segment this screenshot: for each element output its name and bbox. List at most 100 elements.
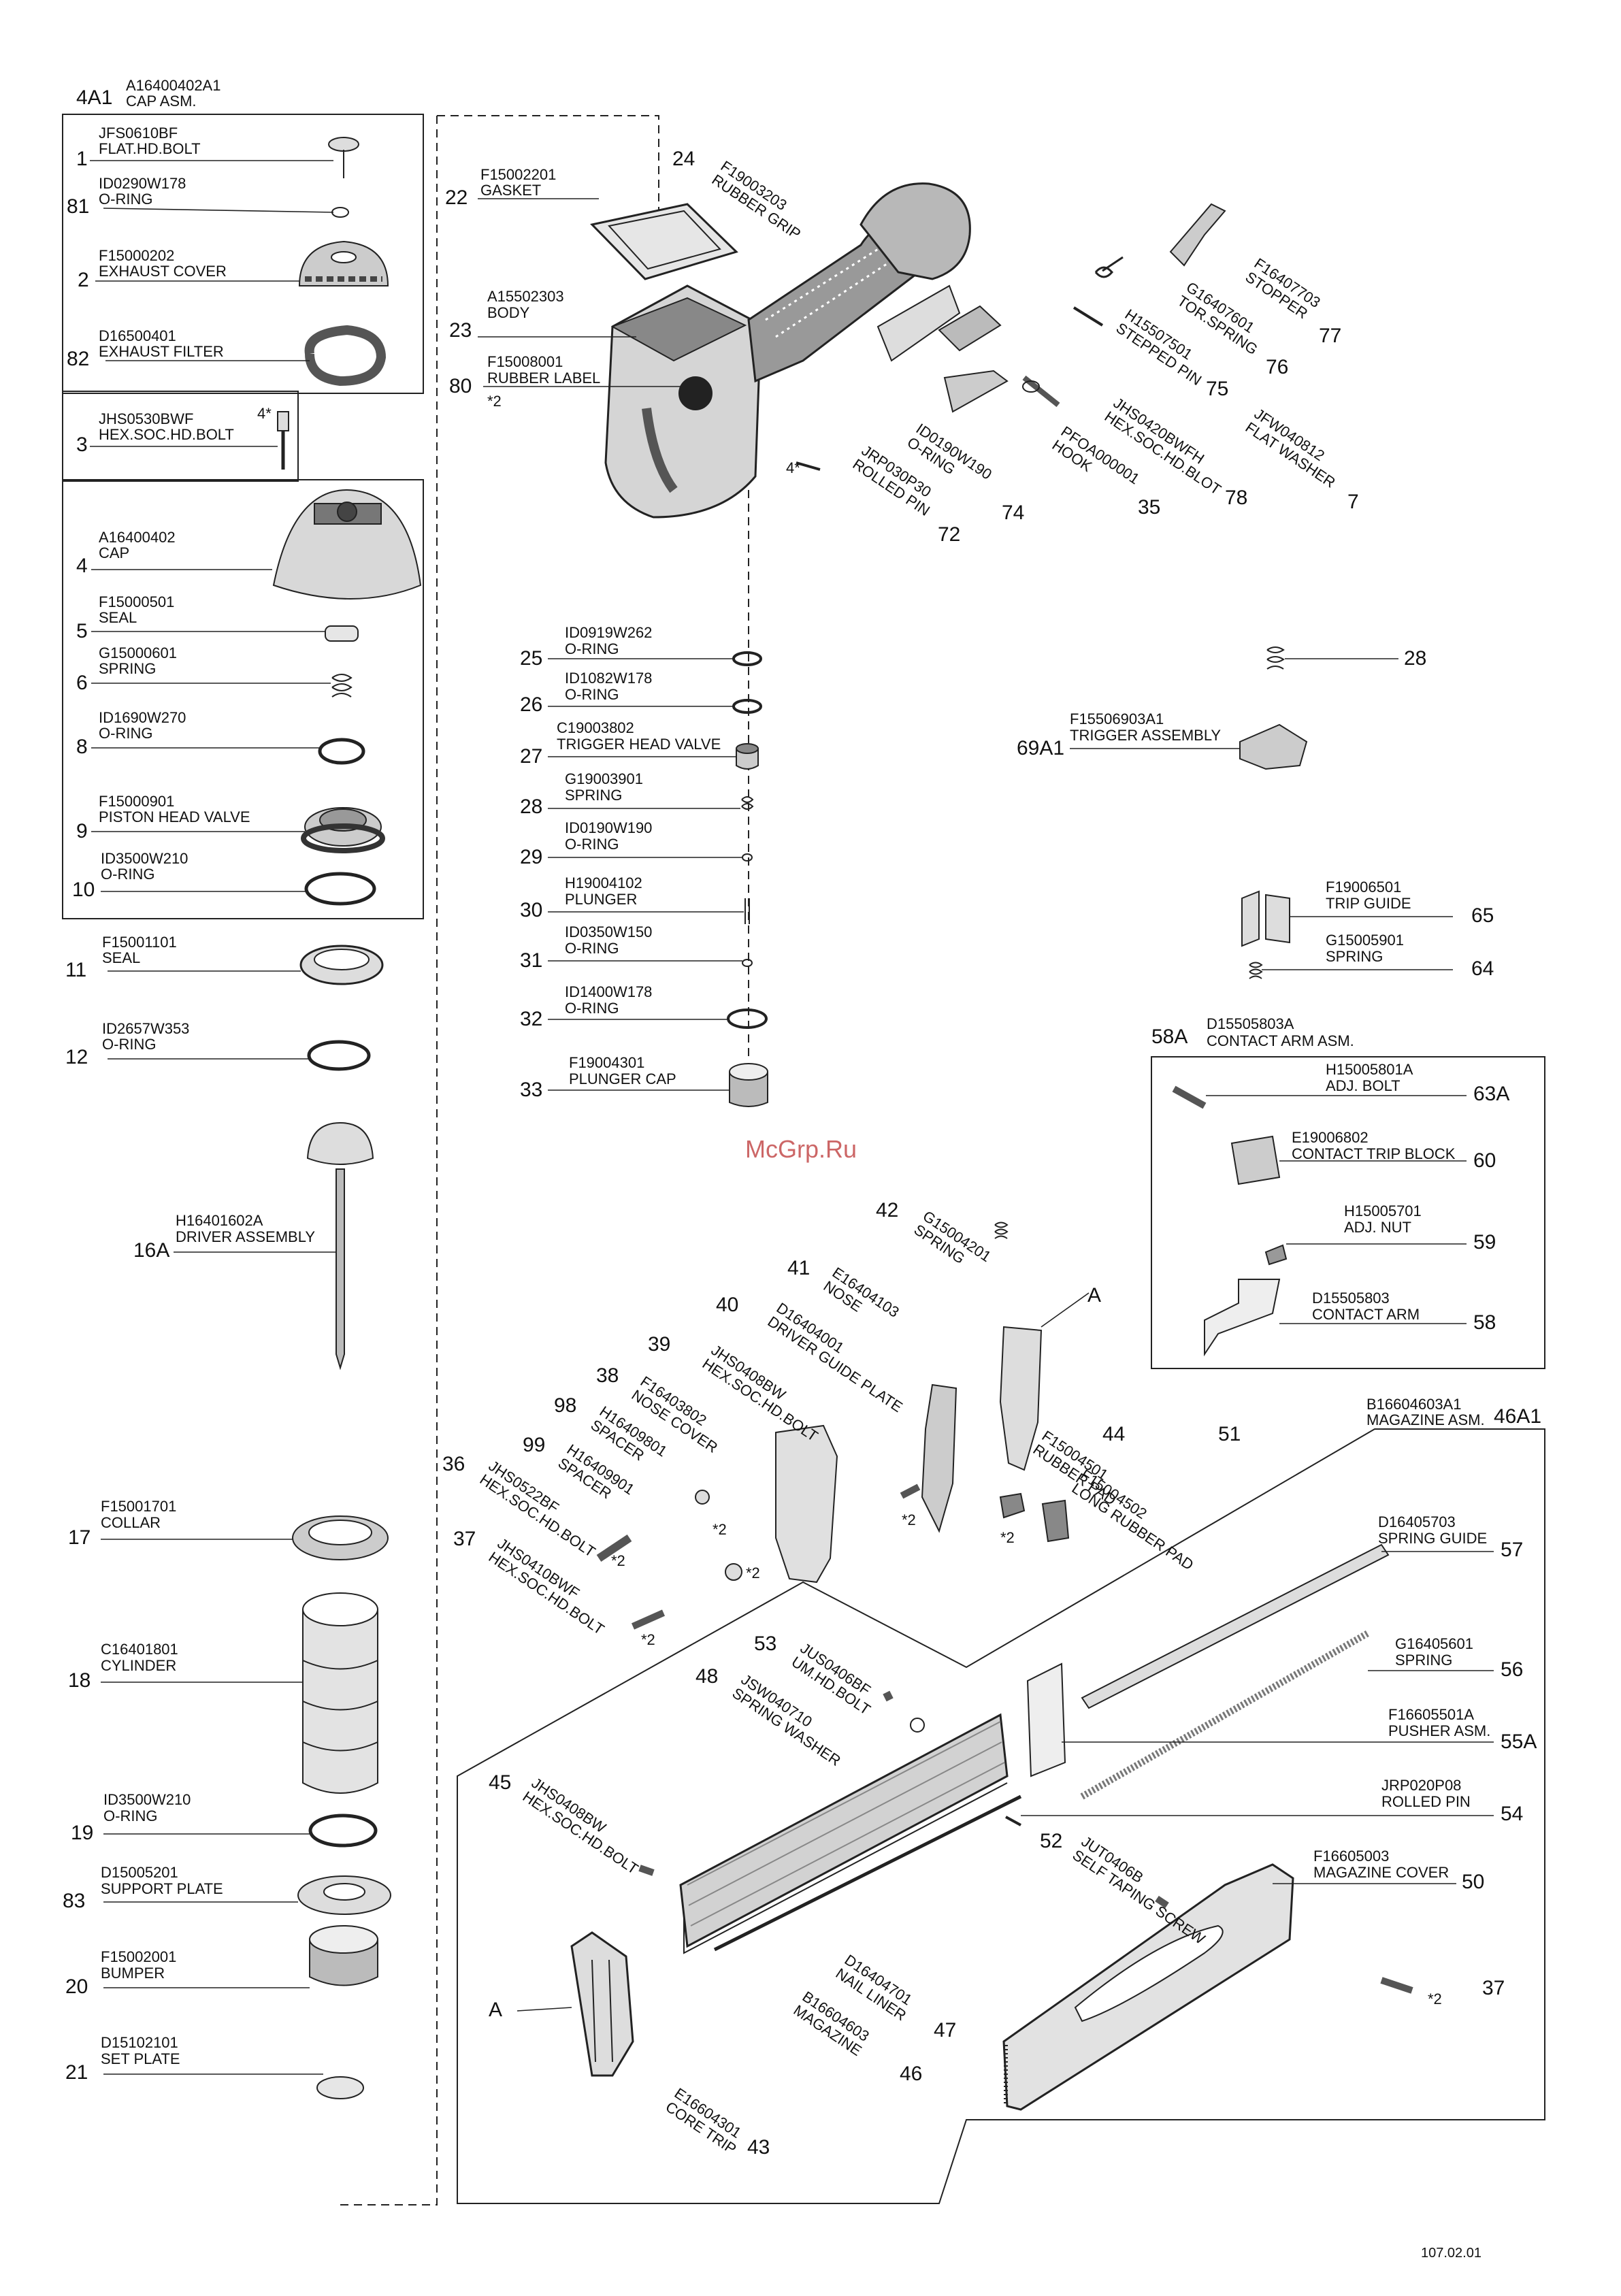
part-code: ID0919W262	[565, 624, 653, 641]
part-number: 10	[72, 879, 95, 901]
o-ring-81-part	[331, 207, 349, 218]
part-number: 72	[938, 523, 961, 546]
part-code: D15102101	[101, 2034, 178, 2051]
part-number: 45	[489, 1771, 512, 1794]
part-name: ADJ. NUT	[1344, 1219, 1411, 1236]
part-name: O-RING	[565, 640, 619, 657]
part-number: 37	[1482, 1977, 1505, 1999]
part-name: BODY	[487, 304, 530, 321]
part-number: 24	[672, 148, 695, 170]
part-name: SUPPORT PLATE	[101, 1880, 223, 1897]
part-number: 47	[934, 2019, 957, 2041]
part-code: JRP020P08	[1381, 1777, 1462, 1794]
part-number: 2	[78, 269, 89, 291]
part-number: 37	[453, 1528, 476, 1550]
magazine-part	[679, 1713, 1009, 1954]
trigger-assembly-part	[1239, 723, 1308, 770]
part-number: 41	[787, 1257, 810, 1279]
magazine-asm-code: B16604603A1	[1366, 1396, 1462, 1413]
piston-head-valve-part	[301, 807, 385, 853]
guide-dashed-top	[437, 115, 659, 225]
part-number: 51	[1218, 1423, 1241, 1445]
hook-part	[943, 370, 1009, 413]
part-code: ID0190W190	[565, 819, 653, 836]
part-number: 25	[520, 647, 543, 670]
part-name: DRIVER ASSEMBLY	[176, 1228, 315, 1245]
contact-arm-asm-number: 58A	[1151, 1026, 1188, 1048]
part-name: CAP	[99, 544, 130, 561]
part-code: F16605501A	[1388, 1706, 1474, 1723]
four-star-note: 4*	[257, 405, 272, 422]
part-code: E19006802	[1292, 1129, 1369, 1146]
spring-guide-part	[1081, 1543, 1390, 1709]
part-number: 83	[63, 1890, 86, 1912]
part-name: SPRING	[1395, 1652, 1453, 1669]
star-note: *2	[746, 1564, 760, 1581]
pusher-asm-part	[1026, 1662, 1066, 1777]
spacer-98-part	[695, 1490, 710, 1505]
spring-64-part	[1249, 962, 1263, 979]
part-code: F15000901	[99, 793, 175, 810]
part-name: O-RING	[565, 836, 619, 853]
part-number: 4	[76, 555, 88, 577]
part-code: G15000601	[99, 644, 177, 661]
part-code: D15505803	[1312, 1290, 1390, 1307]
part-number: 26	[520, 693, 543, 716]
magazine-asm-number: 46A1	[1494, 1405, 1542, 1428]
o-ring-26-part	[732, 699, 762, 714]
plunger-cap-part	[729, 1063, 768, 1107]
part-code: G19003901	[565, 770, 643, 787]
part-number: 52	[1040, 1830, 1063, 1852]
part-name: SPRING GUIDE	[1378, 1530, 1488, 1547]
adj-nut-part	[1264, 1244, 1288, 1266]
part-code: F15001701	[101, 1498, 177, 1515]
nail-liner-part	[713, 1794, 1022, 1952]
part-name: PLUNGER CAP	[569, 1070, 676, 1087]
spacer-99-part	[725, 1563, 742, 1581]
hex-soc-bolt-3-part	[277, 411, 289, 470]
part-code: F15506903A1	[1070, 710, 1164, 727]
part-code: F15001101	[102, 934, 177, 951]
part-number: 11	[65, 959, 87, 981]
guide-dashed-left	[340, 116, 438, 2205]
flat-hd-bolt-part	[328, 137, 359, 178]
part-number: 3	[76, 433, 88, 456]
support-plate-part	[297, 1875, 391, 1915]
seal-11-part	[299, 945, 384, 985]
part-number: 53	[754, 1633, 777, 1655]
part-name: CONTACT TRIP BLOCK	[1292, 1145, 1456, 1162]
part-number: 40	[716, 1294, 739, 1316]
contact-arm-asm-name: CONTACT ARM ASM.	[1207, 1032, 1354, 1049]
part-code: H15005701	[1344, 1202, 1422, 1219]
exhaust-filter-part	[304, 325, 387, 387]
part-number: 9	[76, 820, 88, 842]
part-name: O-RING	[99, 725, 153, 742]
part-number: 7	[1347, 491, 1359, 513]
cap-asm-box-upper	[62, 114, 424, 394]
leaders-right	[517, 658, 1494, 2012]
star-note: *2	[641, 1631, 655, 1648]
part-name: CYLINDER	[101, 1657, 177, 1674]
part-number: 55A	[1501, 1731, 1537, 1753]
rolled-pin-72-part	[796, 461, 821, 471]
o-ring-32-part	[727, 1008, 768, 1029]
part-code: H15005801A	[1326, 1061, 1413, 1078]
o-ring-25-part	[732, 651, 762, 666]
part-number: 20	[65, 1975, 88, 1998]
part-name: SEAL	[99, 609, 137, 626]
star-note: *2	[713, 1521, 727, 1538]
part-name: SPRING	[99, 660, 157, 677]
part-number: 98	[554, 1394, 577, 1417]
part-number: 76	[1266, 356, 1289, 378]
part-code: A16400402	[99, 529, 176, 546]
star-note: *2	[902, 1511, 916, 1528]
um-hd-bolt-part	[883, 1690, 894, 1702]
part-code: D15005201	[101, 1864, 178, 1881]
part-name: O-RING	[565, 940, 619, 957]
part-name: O-RING	[101, 866, 155, 883]
bumper-part	[309, 1925, 378, 1986]
part-code: ID0290W178	[99, 175, 186, 192]
o-ring-12-part	[307, 1040, 371, 1071]
set-plate-part	[316, 2076, 364, 2099]
